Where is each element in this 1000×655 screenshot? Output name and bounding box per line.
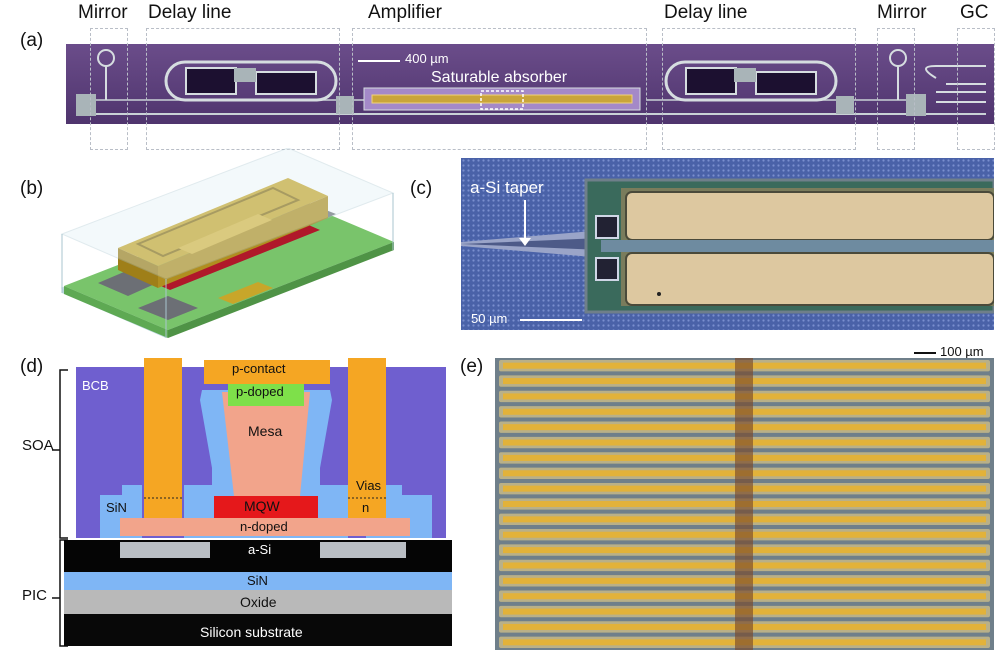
delay-line-left-region	[146, 28, 340, 150]
bcb-label: BCB	[82, 378, 109, 393]
sin-bottom-label: SiN	[247, 573, 268, 588]
mesa-label: Mesa	[248, 423, 283, 439]
scale-bar-400	[358, 60, 400, 62]
saturable-absorber-label: Saturable absorber	[431, 69, 568, 86]
p-contact-label: p-contact	[232, 361, 286, 376]
chip-micrograph	[66, 44, 994, 124]
p-doped-label: p-doped	[236, 384, 284, 399]
silicon-substrate-label: Silicon substrate	[200, 624, 303, 640]
mirror-right-region	[877, 28, 915, 150]
scale-bar-100-label: 100 µm	[940, 344, 984, 359]
delay-line-right-region	[662, 28, 856, 150]
delay-line-right-label: Delay line	[664, 2, 748, 23]
taper-arrow-head	[519, 238, 531, 246]
taper-micrograph	[461, 158, 994, 330]
amplifier-region	[352, 28, 647, 150]
gc-label: GC	[960, 2, 989, 23]
panel-d-label: (d)	[20, 356, 44, 377]
pic-bracket-label: PIC	[22, 587, 48, 604]
panel-c-label: (c)	[410, 178, 433, 199]
panel-a-label: (a)	[20, 30, 44, 51]
mirror-left-label: Mirror	[78, 2, 128, 23]
mirror-right-label: Mirror	[877, 2, 927, 23]
sin-top-label: SiN	[106, 500, 127, 515]
oxide-label: Oxide	[240, 594, 277, 610]
panel-b-label: (b)	[20, 178, 44, 199]
vias-label: Vias	[356, 478, 382, 493]
mirror-left-region	[90, 28, 128, 150]
scale-bar-400-label: 400 µm	[405, 51, 449, 66]
soa-bracket-label: SOA	[22, 437, 54, 454]
cross-section-diagram	[52, 358, 452, 647]
scale-bar-50-label: 50 µm	[471, 311, 508, 326]
gc-region	[957, 28, 995, 150]
soa-array-micrograph	[495, 358, 994, 650]
absorber-band	[735, 358, 753, 650]
n-doped-label: n-doped	[240, 519, 288, 534]
a-si-taper-label: a-Si taper	[470, 178, 544, 197]
a-si-label: a-Si	[248, 542, 272, 557]
scale-bar-50	[520, 319, 582, 321]
delay-line-left-label: Delay line	[148, 2, 232, 23]
amplifier-label: Amplifier	[368, 2, 442, 23]
soa-3d-render	[60, 148, 395, 338]
panel-e-label: (e)	[460, 356, 484, 377]
mqw-label: MQW	[244, 498, 280, 514]
taper-arrow-shaft	[524, 200, 526, 242]
n-label: n	[362, 500, 370, 515]
scale-bar-100	[914, 352, 936, 354]
